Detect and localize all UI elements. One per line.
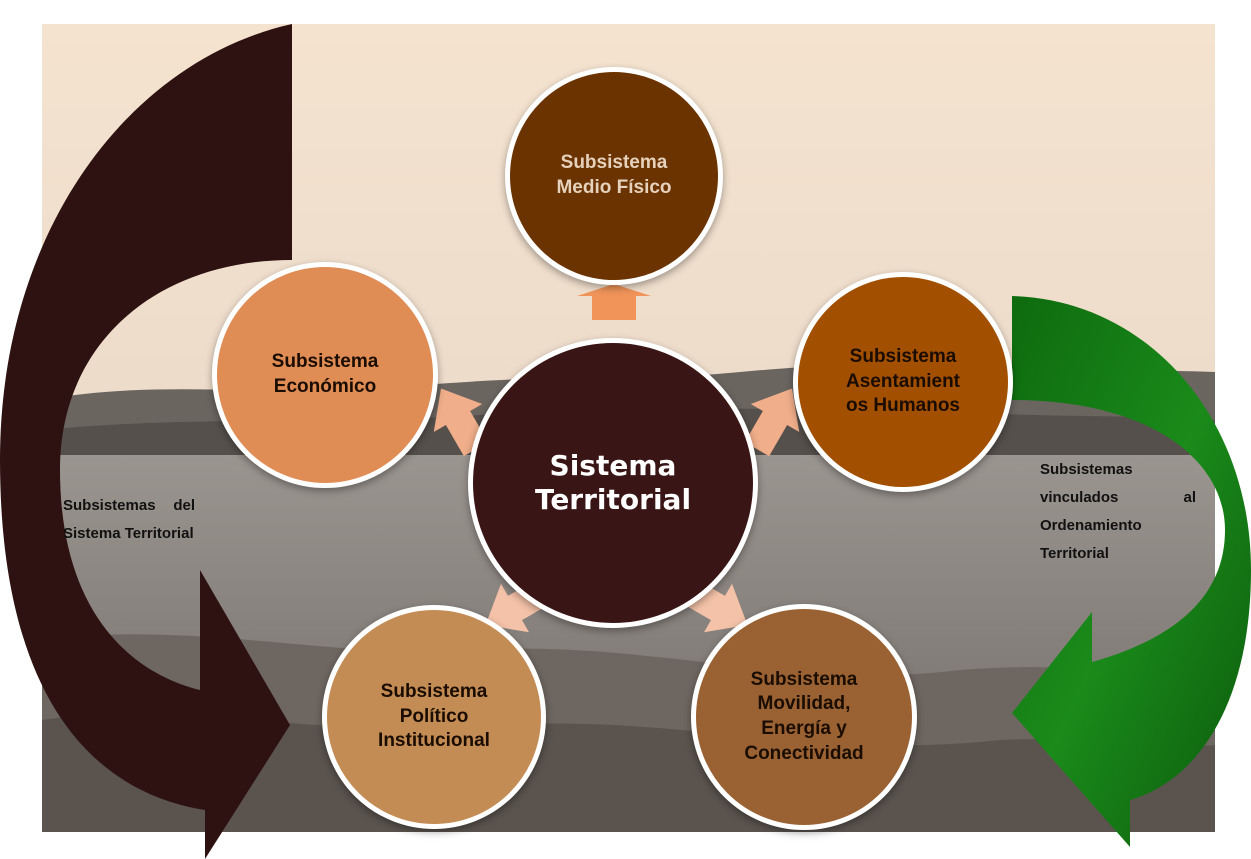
center-sistema-territorial: Sistema Territorial xyxy=(468,338,758,628)
subsystem-politico-institucional: Subsistema Político Institucional xyxy=(322,605,546,829)
subsystem-label: Subsistema Medio Físico xyxy=(556,152,672,198)
left-caption: Subsistemas del Sistema Territorial xyxy=(63,497,195,542)
right-caption: Subsistemas vinculados al Ordenamiento T… xyxy=(1040,461,1196,562)
center-label: Sistema Territorial xyxy=(534,449,692,516)
subsystem-label: Subsistema Movilidad, Energía y Conectiv… xyxy=(744,668,864,764)
subsystem-label: Subsistema Asentamient os Humanos xyxy=(845,345,961,417)
subsystem-medio-fisico: Subsistema Medio Físico xyxy=(505,67,723,285)
subsystem-movilidad: Subsistema Movilidad, Energía y Conectiv… xyxy=(691,604,917,830)
subsystem-label: Subsistema Político Institucional xyxy=(378,680,490,752)
subsystem-economico: Subsistema Económico xyxy=(212,262,438,488)
arrow-up-icon xyxy=(577,284,651,320)
left-curved-arrow xyxy=(0,24,292,859)
subsystem-label: Subsistema Económico xyxy=(271,351,379,397)
arrow-right-icon xyxy=(744,388,800,457)
right-curved-arrow xyxy=(1012,296,1251,847)
subsystem-asentamientos-humanos: Subsistema Asentamient os Humanos xyxy=(793,272,1013,492)
